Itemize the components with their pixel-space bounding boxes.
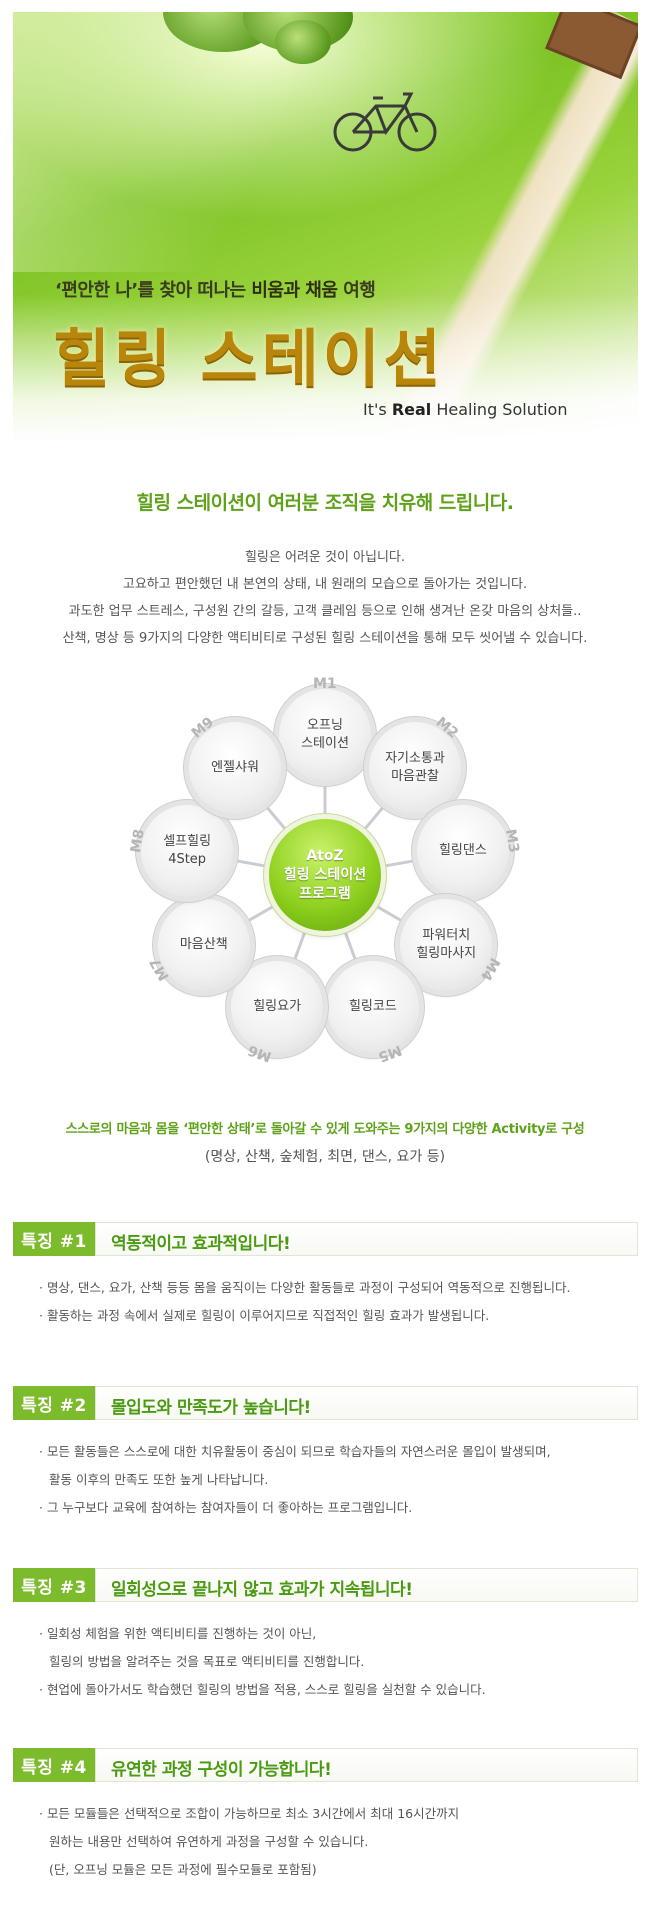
- feature-badge: 특징 #1: [13, 1222, 95, 1256]
- hero-banner: ‘편안한 나’를 찾아 떠나는 비움과 채움 여행 힐링 스테이션 It's R…: [13, 12, 638, 444]
- feature-line: · 모든 모듈들은 선택적으로 조합이 가능하므로 최소 3시간에서 최대 16…: [39, 1806, 460, 1821]
- feature-section: 특징 #1 역동적이고 효과적입니다! · 명상, 댄스, 요가, 산책 등등 몸을…: [13, 1222, 638, 1330]
- feature-section: 특징 #2 몰입도와 만족도가 높습니다! · 모든 활동들은 스스로에 대한 치유…: [13, 1386, 638, 1522]
- feature-line: · 모든 활동들은 스스로에 대한 치유활동이 중심이 되므로 학습자들의 자연…: [39, 1444, 551, 1459]
- feature-title-bar: [95, 1748, 638, 1782]
- intro-line: 고요하고 편안했던 내 본연의 상태, 내 원래의 모습으로 돌아가는 것입니다…: [122, 577, 528, 592]
- feature-line: 원하는 내용만 선택하여 유연하게 과정을 구성할 수 있습니다.: [49, 1834, 369, 1849]
- feature-badge: 특징 #4: [13, 1748, 95, 1782]
- feature-line: · 활동하는 과정 속에서 실제로 힐링이 이루어지므로 직접적인 힐링 효과가…: [39, 1308, 490, 1323]
- feature-title: 일회성으로 끝나지 않고 효과가 지속됩니다!: [111, 1580, 413, 1600]
- module-node-m9: 엔젤샤워: [189, 721, 281, 814]
- feature-header: 특징 #4 유연한 과정 구성이 가능합니다!: [13, 1748, 638, 1782]
- hero-title: 힐링 스테이션: [53, 322, 445, 395]
- module-node-m4: 파워터치 힐링마사지: [400, 899, 493, 991]
- sunlight: [13, 12, 433, 272]
- feature-title: 역동적이고 효과적입니다!: [111, 1234, 291, 1254]
- module-node-m2: 자기소통과 마음관찰: [368, 721, 461, 814]
- bush-icon: [275, 20, 331, 64]
- feature-body: · 명상, 댄스, 요가, 산책 등등 몸을 움직이는 다양한 활동들로 과정이…: [13, 1274, 638, 1330]
- feature-badge: 특징 #3: [13, 1568, 95, 1602]
- feature-badge: 특징 #2: [13, 1386, 95, 1420]
- hero-tagline: It's Real Healing Solution: [363, 400, 568, 419]
- feature-line: · 그 누구보다 교육에 참여하는 참여자들이 더 좋아하는 프로그램입니다.: [39, 1500, 413, 1515]
- hero-subtitle: ‘편안한 나’를 찾아 떠나는 비움과 채움 여행: [55, 280, 376, 301]
- module-code-label: M1: [313, 676, 337, 692]
- summary-line: 스스로의 마음과 몸을 ‘편안한 상태’로 돌아갈 수 있게 도와주는 9가지의…: [65, 1122, 585, 1137]
- module-code-label: M3: [502, 827, 522, 855]
- feature-body: · 모든 모듈들은 선택적으로 조합이 가능하므로 최소 3시간에서 최대 16…: [13, 1800, 638, 1884]
- module-node-m1: 오프닝 스테이션: [279, 689, 371, 781]
- feature-title-bar: [95, 1568, 638, 1602]
- feature-section: 특징 #4 유연한 과정 구성이 가능합니다! · 모든 모듈들은 선택적으로 조합…: [13, 1748, 638, 1884]
- feature-line: 활동 이후의 만족도 또한 높게 나타납니다.: [49, 1472, 269, 1487]
- feature-header: 특징 #1 역동적이고 효과적입니다!: [13, 1222, 638, 1256]
- intro-title: 힐링 스테이션이 여러분 조직을 치유해 드립니다.: [136, 492, 514, 514]
- feature-title: 몰입도와 만족도가 높습니다!: [111, 1398, 311, 1418]
- module-node-m8: 셀프힐링 4Step: [141, 804, 234, 897]
- intro-line: 산책, 명상 등 9가지의 다양한 액티비티로 구성된 힐링 스테이션을 통해 …: [62, 631, 588, 646]
- bicycle-icon: [333, 92, 437, 152]
- module-node-m7: 마음산책: [157, 899, 250, 991]
- feature-body: · 일회성 체험을 위한 액티비티를 진행하는 것이 아닌, 힐링의 방법을 알려…: [13, 1620, 638, 1704]
- feature-body: · 모든 활동들은 스스로에 대한 치유활동이 중심이 되므로 학습자들의 자연…: [13, 1438, 638, 1522]
- module-node-m5: 힐링코드: [326, 960, 419, 1053]
- summary-examples: (명상, 산책, 숲체험, 최면, 댄스, 요가 등): [204, 1149, 446, 1165]
- intro-line: 힐링은 어려운 것이 아닙니다.: [244, 550, 406, 565]
- feature-line: (단, 오프닝 모듈은 모든 과정에 필수모듈로 포함됨): [49, 1862, 317, 1877]
- intro-text: 힐링은 어려운 것이 아닙니다. 고요하고 편안했던 내 본연의 상태, 내 원…: [0, 544, 650, 652]
- feature-section: 특징 #3 일회성으로 끝나지 않고 효과가 지속됩니다! · 일회성 체험을 위한…: [13, 1568, 638, 1704]
- feature-title-bar: [95, 1386, 638, 1420]
- feature-line: · 일회성 체험을 위한 액티비티를 진행하는 것이 아닌,: [39, 1626, 317, 1641]
- feature-line: 힐링의 방법을 알려주는 것을 목표로 액티비티를 진행합니다.: [49, 1654, 365, 1669]
- feature-title-bar: [95, 1222, 638, 1256]
- feature-header: 특징 #3 일회성으로 끝나지 않고 효과가 지속됩니다!: [13, 1568, 638, 1602]
- program-center-node: AtoZ 힐링 스테이션 프로그램: [269, 819, 381, 931]
- feature-title: 유연한 과정 구성이 가능합니다!: [111, 1760, 332, 1780]
- feature-header: 특징 #2 몰입도와 만족도가 높습니다!: [13, 1386, 638, 1420]
- module-node-m6: 힐링요가: [231, 960, 324, 1053]
- feature-line: · 명상, 댄스, 요가, 산책 등등 몸을 움직이는 다양한 활동들로 과정이…: [39, 1280, 571, 1295]
- module-node-m3: 힐링댄스: [416, 804, 509, 897]
- hero-fade: [13, 294, 638, 444]
- intro-line: 과도한 업무 스트레스, 구성원 간의 갈등, 고객 클레임 등으로 인해 생겨…: [68, 604, 582, 619]
- feature-line: · 현업에 돌아가서도 학습했던 힐링의 방법을 적용, 스스로 힐링을 실천할…: [39, 1682, 486, 1697]
